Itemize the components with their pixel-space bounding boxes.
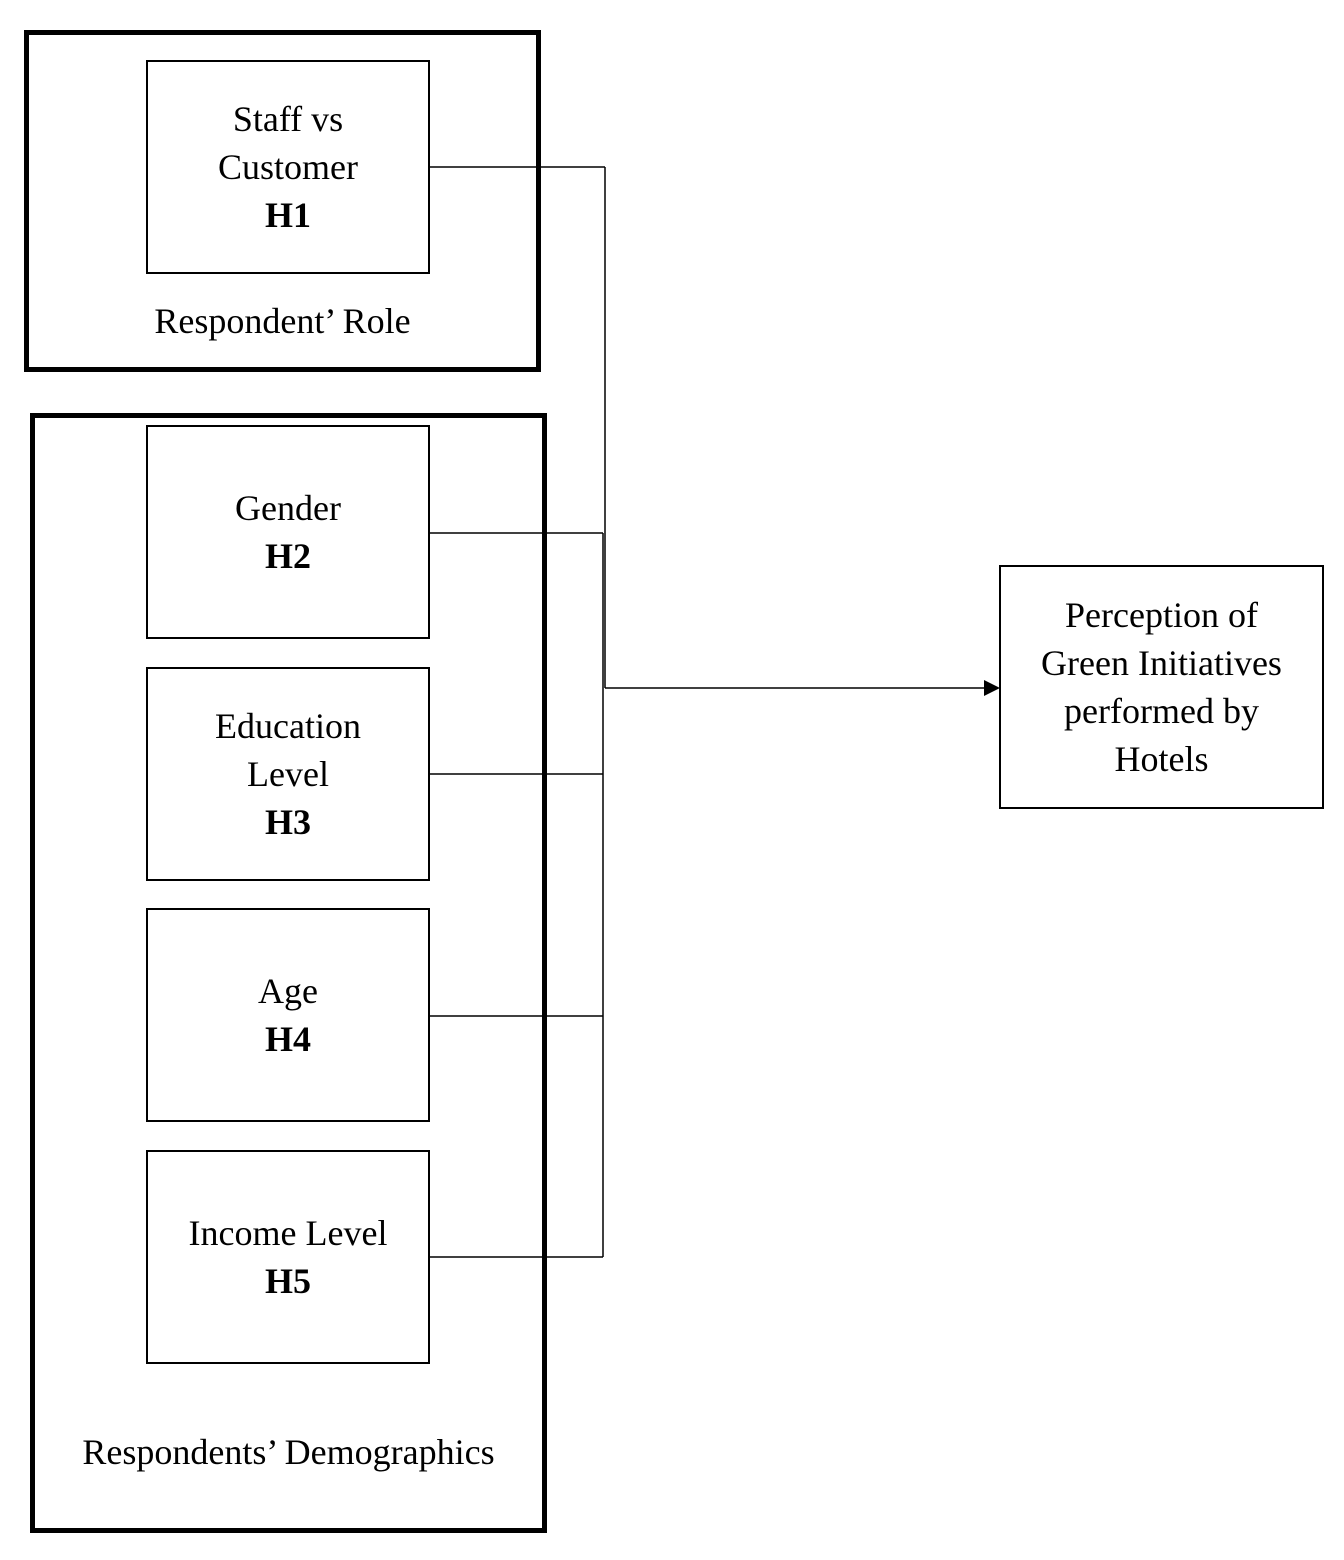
node-income-level: Income Level H5	[146, 1150, 430, 1364]
node-label-line: Perception of	[1065, 595, 1258, 635]
node-gender: Gender H2	[146, 425, 430, 639]
hypothesis-label: H2	[264, 536, 311, 576]
node-label-line: Hotels	[1114, 739, 1209, 779]
node-staff-vs-customer: Staff vs Customer H1	[146, 60, 430, 274]
node-education-level: Education Level H3	[146, 667, 430, 881]
node-age: Age H4	[146, 908, 430, 1122]
node-label-line: Staff vs	[232, 99, 344, 139]
hypothesis-label: H3	[264, 802, 311, 842]
hypothesis-label: H5	[264, 1261, 311, 1301]
node-label-line: Income Level	[188, 1213, 388, 1253]
respondent-role-caption: Respondent’ Role	[154, 301, 411, 341]
node-label-line: performed by	[1064, 691, 1259, 731]
node-label-line: Gender	[235, 488, 341, 528]
respondent-demographics-group: Respondents’ Demographics	[30, 413, 547, 1533]
node-label-line: Age	[258, 971, 318, 1011]
node-label-line: Level	[247, 754, 329, 794]
node-label-line: Education	[215, 706, 361, 746]
respondent-role-group: Respondent’ Role	[24, 30, 541, 372]
respondent-demographics-caption: Respondents’ Demographics	[82, 1432, 495, 1472]
node-perception-of-green-initiatives: Perception of Green Initiatives performe…	[999, 565, 1324, 809]
node-label-line: Customer	[218, 147, 358, 187]
node-label-line: Green Initiatives	[1041, 643, 1282, 683]
arrow-head	[984, 680, 1000, 696]
hypothesis-label: H1	[264, 195, 311, 235]
hypothesis-label: H4	[264, 1019, 311, 1059]
